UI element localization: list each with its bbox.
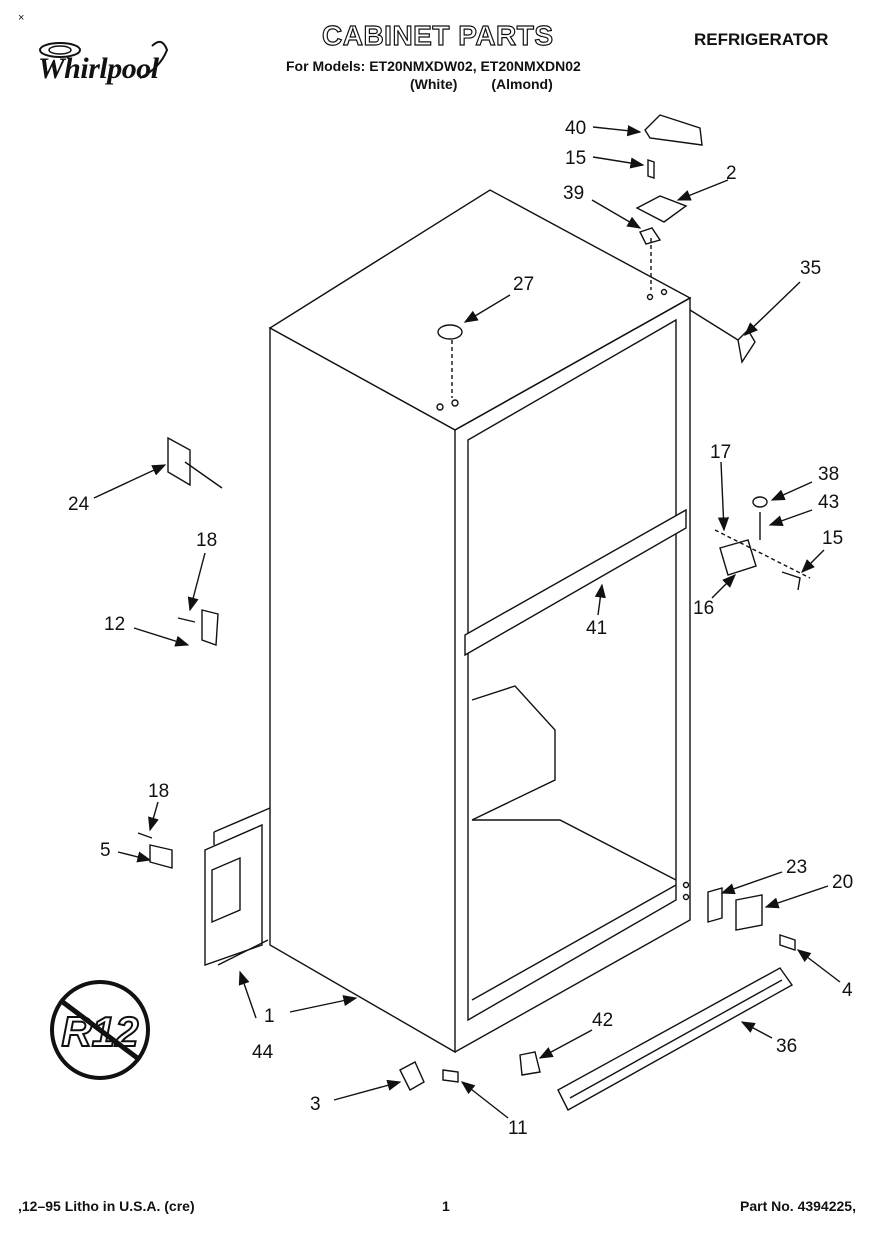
callout-2: 2 [726, 163, 737, 184]
callout-35: 35 [800, 258, 821, 279]
callout-24: 24 [68, 494, 90, 515]
variant-almond: (Almond) [491, 76, 553, 92]
callout-20: 20 [832, 872, 853, 893]
brand-logo-text: Whirlpool [38, 52, 159, 85]
leader-lines [93, 125, 841, 1119]
callout-36: 36 [776, 1036, 797, 1057]
callout-27: 27 [513, 274, 534, 295]
callout-3: 3 [310, 1094, 321, 1115]
whirlpool-logo [32, 38, 182, 88]
callout-18-upper: 18 [196, 530, 217, 551]
callout-12: 12 [104, 614, 125, 635]
variant-white: (White) [410, 76, 458, 92]
footer-part-number: Part No. 4394225, [740, 1198, 856, 1214]
callout-42: 42 [592, 1010, 613, 1031]
callout-38: 38 [818, 464, 839, 485]
hinge-top-parts [635, 114, 756, 364]
grille-36 [557, 967, 794, 1111]
page-title: CABINET PARTS [321, 19, 554, 51]
appliance-category: REFRIGERATOR [694, 30, 829, 49]
callout-23: 23 [786, 857, 807, 878]
callout-15-right: 15 [822, 528, 843, 549]
footer-litho: ,12–95 Litho in U.S.A. (cre) [18, 1198, 195, 1214]
callout-11: 11 [508, 1118, 528, 1139]
logo-swirl-icon [39, 40, 169, 79]
callout-40: 40 [565, 118, 586, 139]
callout-16: 16 [693, 598, 714, 619]
callout-1: 1 [264, 1006, 275, 1027]
model-numbers: For Models: ET20NMXDW02, ET20NMXDN02 [286, 58, 581, 74]
callout-43: 43 [818, 492, 839, 513]
callout-41: 41 [586, 618, 607, 639]
corner-mark: × [18, 12, 25, 24]
small-parts [137, 324, 801, 1091]
callout-5: 5 [100, 840, 111, 861]
side-bracket-44 [204, 807, 271, 966]
model-variants: (White) (Almond) [410, 76, 553, 92]
callout-17: 17 [710, 442, 731, 463]
callout-18-lower: 18 [148, 781, 169, 802]
r12-badge: R12 [50, 980, 150, 1080]
cabinet-body [268, 189, 692, 1054]
callout-15-top: 15 [565, 148, 586, 169]
callout-4: 4 [842, 980, 853, 1001]
footer-page-number: 1 [442, 1198, 450, 1214]
callout-44: 44 [252, 1042, 274, 1063]
callout-39: 39 [563, 183, 584, 204]
